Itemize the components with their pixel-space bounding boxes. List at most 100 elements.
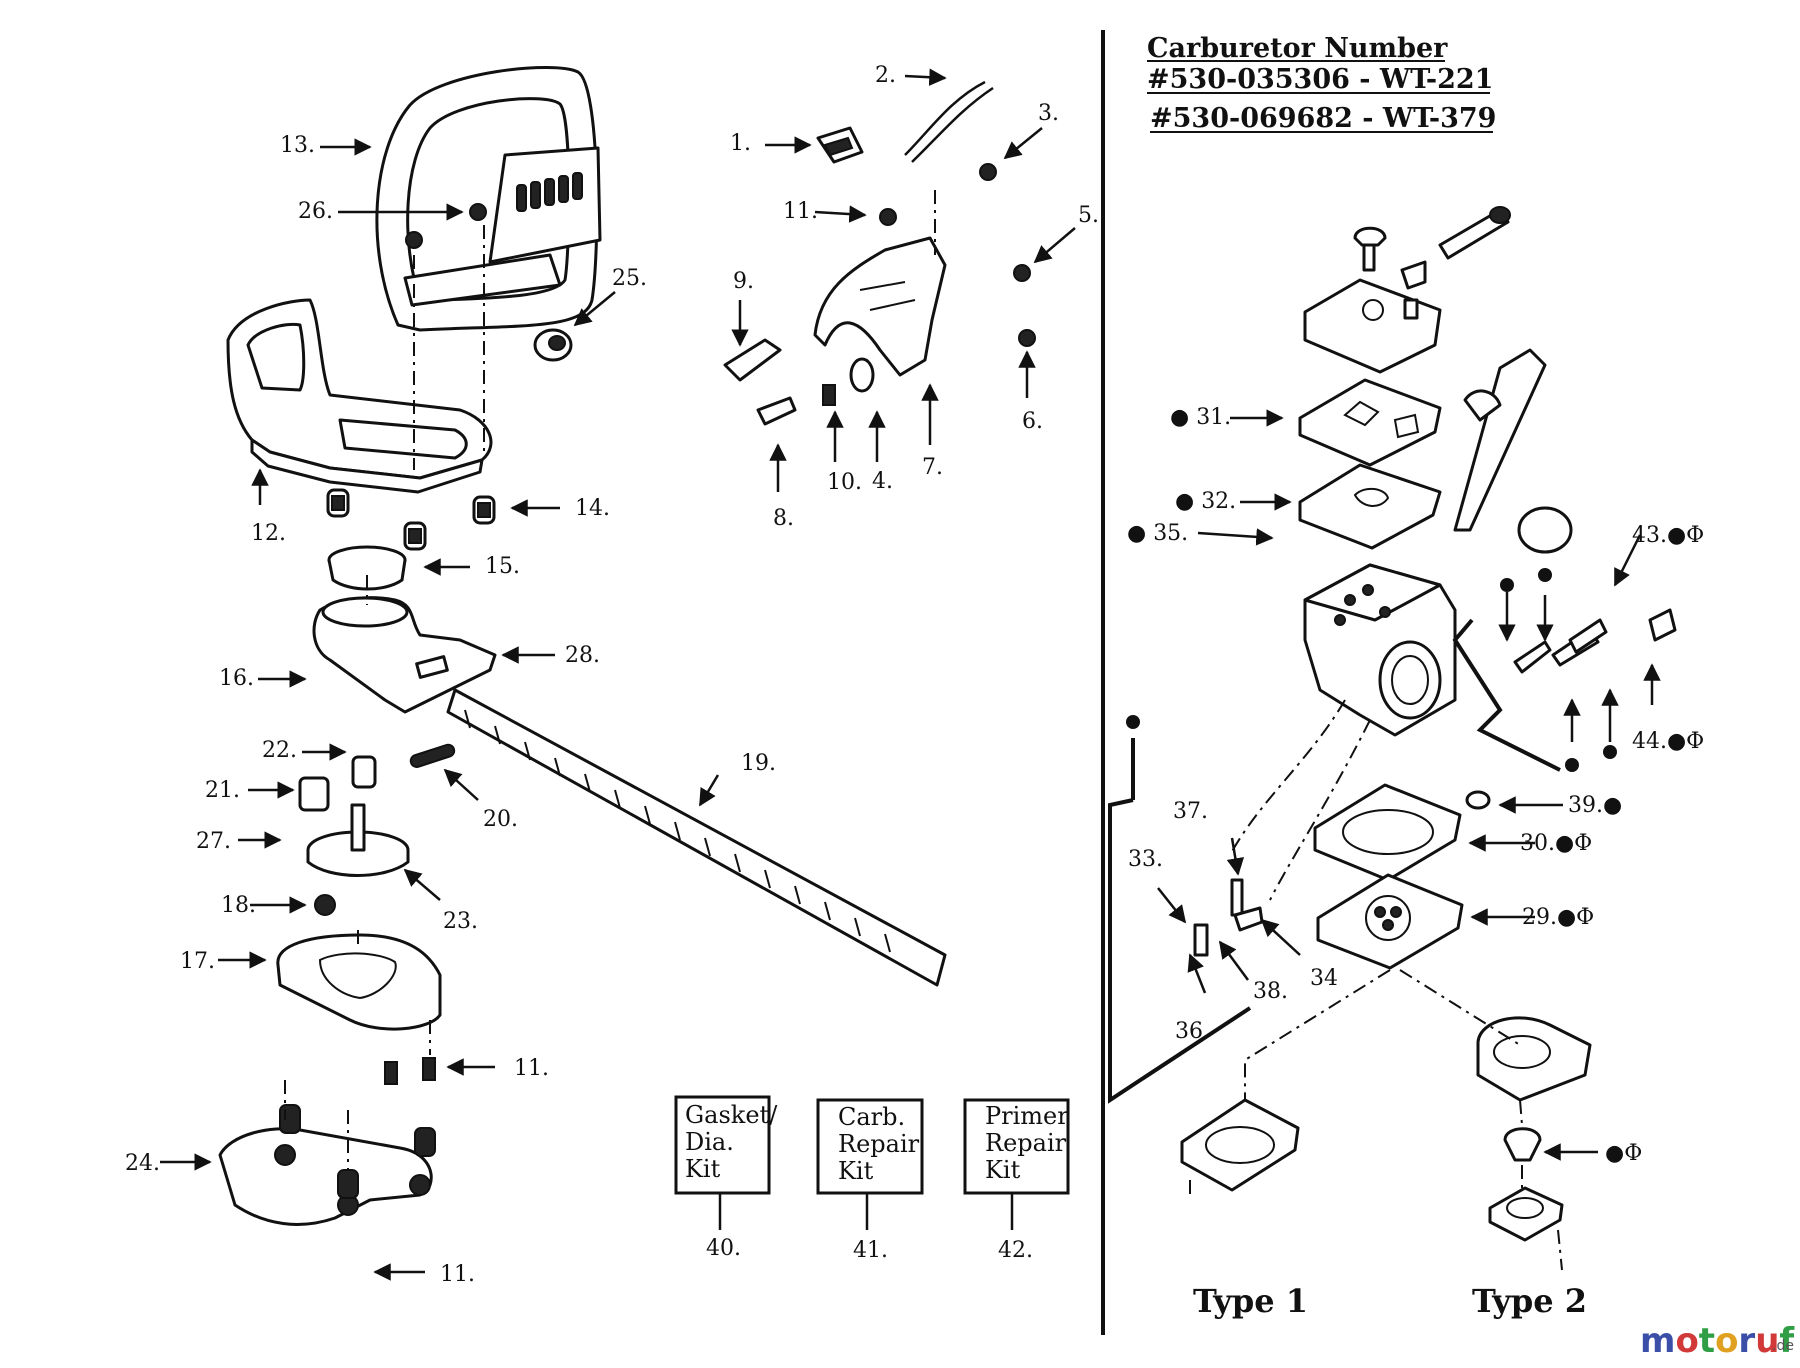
callout-labels: 13. 26. 25. 12. 14. 15. 16. 28. 19. 22. … bbox=[125, 63, 1099, 1287]
callout-5: 5. bbox=[1078, 203, 1099, 228]
callout-44: 44.●Φ bbox=[1632, 729, 1704, 754]
callout-30: 30.●Φ bbox=[1520, 831, 1592, 856]
callout-diaphragm: ●Φ bbox=[1605, 1141, 1642, 1166]
dashed-assembly-lines bbox=[284, 190, 936, 1170]
cutter-blade-part bbox=[446, 688, 947, 987]
callout-9: 9. bbox=[733, 269, 754, 294]
callout-35: ● 35. bbox=[1127, 521, 1188, 546]
callout-16: 16. bbox=[219, 666, 254, 691]
callout-14: 14. bbox=[575, 496, 610, 521]
callout-39: 39.● bbox=[1568, 793, 1622, 818]
spring-parts bbox=[822, 357, 875, 406]
callout-11-lower: 11. bbox=[514, 1056, 549, 1081]
rear-handle-part bbox=[226, 298, 493, 494]
kit-40-number: 40. bbox=[706, 1236, 741, 1261]
damper-parts bbox=[326, 488, 496, 551]
callout-2: 2. bbox=[875, 63, 896, 88]
callout-4: 4. bbox=[872, 469, 893, 494]
handle-screw-parts bbox=[405, 203, 487, 249]
callout-28: 28. bbox=[565, 643, 600, 668]
callout-37: 37. bbox=[1173, 799, 1208, 824]
callout-33: 33. bbox=[1128, 847, 1163, 872]
gasket-31-part bbox=[1298, 378, 1442, 467]
watermark-brand: motoruf bbox=[1640, 1321, 1795, 1361]
callout-22: 22. bbox=[262, 738, 297, 763]
switch-part bbox=[816, 126, 864, 164]
callout-24: 24. bbox=[125, 1151, 160, 1176]
adjust-screw-part bbox=[1438, 206, 1511, 260]
carburetor-body-part bbox=[1303, 563, 1457, 737]
screw-part bbox=[314, 894, 336, 916]
type2-primer-housing-part bbox=[1476, 1016, 1592, 1102]
callout-15: 15. bbox=[485, 554, 520, 579]
callout-20: 20. bbox=[483, 807, 518, 832]
type2-primer-base-part bbox=[1488, 1186, 1564, 1242]
callout-6: 6. bbox=[1022, 409, 1043, 434]
needle-valve-parts bbox=[1513, 608, 1677, 674]
front-handle-part bbox=[375, 66, 602, 332]
type1-cover-part bbox=[1180, 1098, 1300, 1192]
callout-1: 1. bbox=[730, 131, 751, 156]
kit-box-41: Carb. Repair Kit 41. bbox=[816, 1098, 924, 1263]
kit-42-number: 42. bbox=[998, 1238, 1033, 1263]
throttle-shaft-part bbox=[1453, 348, 1573, 554]
wire-lead-part bbox=[904, 80, 994, 163]
callout-18: 18. bbox=[221, 893, 256, 918]
callout-31: ● 31. bbox=[1170, 405, 1231, 430]
carburetor-heading: Carburetor Number bbox=[1147, 33, 1448, 64]
callout-26: 26. bbox=[298, 199, 333, 224]
callout-32: ● 32. bbox=[1175, 489, 1236, 514]
pin-part bbox=[409, 743, 456, 768]
plug-39-part bbox=[1465, 790, 1491, 810]
callout-38: 38. bbox=[1253, 979, 1288, 1004]
kit-41-line-2: Repair bbox=[838, 1130, 920, 1158]
type-2-label: Type 2 bbox=[1472, 1282, 1587, 1320]
kit-box-40: Gasket/ Dia. Kit 40. bbox=[674, 1095, 778, 1261]
kit-42-line-1: Primer bbox=[985, 1102, 1069, 1130]
kit-41-number: 41. bbox=[853, 1238, 888, 1263]
diaphragm-29-part bbox=[1316, 873, 1464, 970]
kit-40-line-1: Gasket/ bbox=[685, 1101, 778, 1129]
switch-housing-part bbox=[813, 236, 947, 377]
trigger-part bbox=[723, 338, 797, 426]
gasket-30-part bbox=[1313, 783, 1462, 882]
bushing-parts bbox=[298, 755, 377, 812]
callout-8: 8. bbox=[773, 506, 794, 531]
callout-11-switch: 11. bbox=[783, 199, 818, 224]
callout-34: 34 bbox=[1310, 966, 1338, 991]
carburetor-leaders bbox=[1108, 409, 1661, 1271]
callout-17: 17. bbox=[180, 949, 215, 974]
carburetor-number-2: #530-069682 - WT-379 bbox=[1150, 103, 1496, 134]
kit-41-line-3: Kit bbox=[838, 1157, 874, 1185]
gear-housing-part bbox=[312, 596, 497, 714]
callout-29: 29.●Φ bbox=[1522, 905, 1594, 930]
callout-13: 13. bbox=[280, 133, 315, 158]
kit-41-line-1: Carb. bbox=[838, 1103, 905, 1131]
kit-box-42: Primer Repair Kit 42. bbox=[963, 1098, 1070, 1263]
primer-bulb-part bbox=[1353, 226, 1387, 272]
watermark-domain: .de bbox=[1772, 1338, 1794, 1354]
fan-cover-part bbox=[327, 545, 407, 591]
carburetor-cover-part bbox=[1303, 260, 1442, 374]
callout-3: 3. bbox=[1038, 101, 1059, 126]
kit-40-line-2: Dia. bbox=[685, 1128, 734, 1156]
metering-lever-parts bbox=[1193, 878, 1264, 957]
carburetor-number-1: #530-035306 - WT-221 bbox=[1147, 64, 1493, 95]
leader-arrows bbox=[160, 68, 1076, 1281]
callout-11-bottom: 11. bbox=[440, 1262, 475, 1287]
lower-support-part bbox=[218, 1127, 433, 1226]
kit-40-line-3: Kit bbox=[685, 1155, 721, 1183]
diaphragm-32-part bbox=[1298, 463, 1442, 550]
callout-10: 10. bbox=[827, 470, 862, 495]
cover-plate-part bbox=[276, 933, 442, 1031]
callout-23: 23. bbox=[443, 909, 478, 934]
callout-7: 7. bbox=[922, 455, 943, 480]
kit-42-line-2: Repair bbox=[985, 1129, 1067, 1157]
watermark-logo: motoruf .de bbox=[1640, 1321, 1795, 1361]
callout-25: 25. bbox=[612, 266, 647, 291]
small-screw-parts bbox=[879, 163, 1036, 347]
knob-part bbox=[533, 328, 573, 362]
kit-indicator-dots bbox=[1126, 568, 1617, 772]
type2-primer-bulb-part bbox=[1503, 1127, 1542, 1162]
